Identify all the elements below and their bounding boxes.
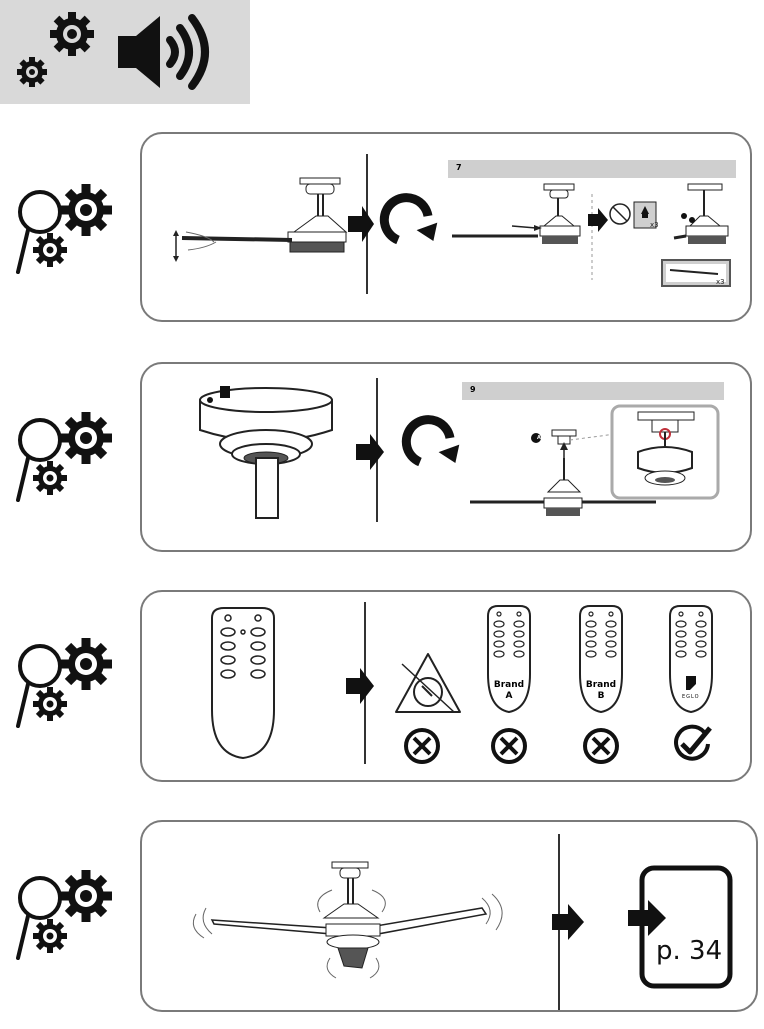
eglo-logo-icon (686, 676, 696, 690)
header-box (0, 0, 250, 104)
remote-eglo (669, 605, 713, 714)
cross-circle-icon (583, 728, 619, 764)
remote-brand-a (487, 605, 531, 714)
arrow-right-icon (348, 206, 374, 242)
search-gears-icon (16, 412, 112, 502)
fan-wobble-illustration (173, 177, 348, 262)
canopy-illustration (199, 386, 333, 519)
eglo-brand-text: EGLO (682, 694, 700, 700)
step-number: 9 (470, 385, 476, 394)
blade-multiplier: x3 (716, 278, 725, 286)
remote-control-illustration (211, 607, 275, 760)
rotate-clockwise-icon (379, 193, 438, 245)
screw-multiplier: x3 (650, 221, 659, 229)
gears-icon (17, 12, 94, 87)
check-circle-icon (674, 724, 712, 761)
blade-install-illustration (452, 183, 731, 287)
page-reference: p. 34 (656, 936, 723, 966)
fan-noise-illustration (192, 861, 503, 979)
no-universal-remote-icon (395, 653, 461, 713)
search-gears-icon (16, 184, 112, 274)
cross-circle-icon (404, 728, 440, 764)
remote-brand-b (579, 605, 623, 714)
step-number: 7 (456, 163, 462, 172)
arrow-right-icon (552, 904, 584, 940)
rotate-clockwise-icon (401, 415, 460, 467)
marker-a: A (537, 435, 541, 441)
manual-page-icon (628, 865, 733, 989)
step-strip-7: 7 (448, 160, 736, 178)
step-strip-9: 9 (462, 382, 724, 400)
cross-circle-icon (491, 728, 527, 764)
search-gears-icon (16, 870, 112, 960)
canopy-install-illustration (470, 404, 720, 516)
speaker-icon (118, 14, 209, 90)
arrow-right-icon (356, 434, 384, 470)
search-gears-icon (16, 638, 112, 728)
arrow-right-icon (346, 668, 374, 704)
